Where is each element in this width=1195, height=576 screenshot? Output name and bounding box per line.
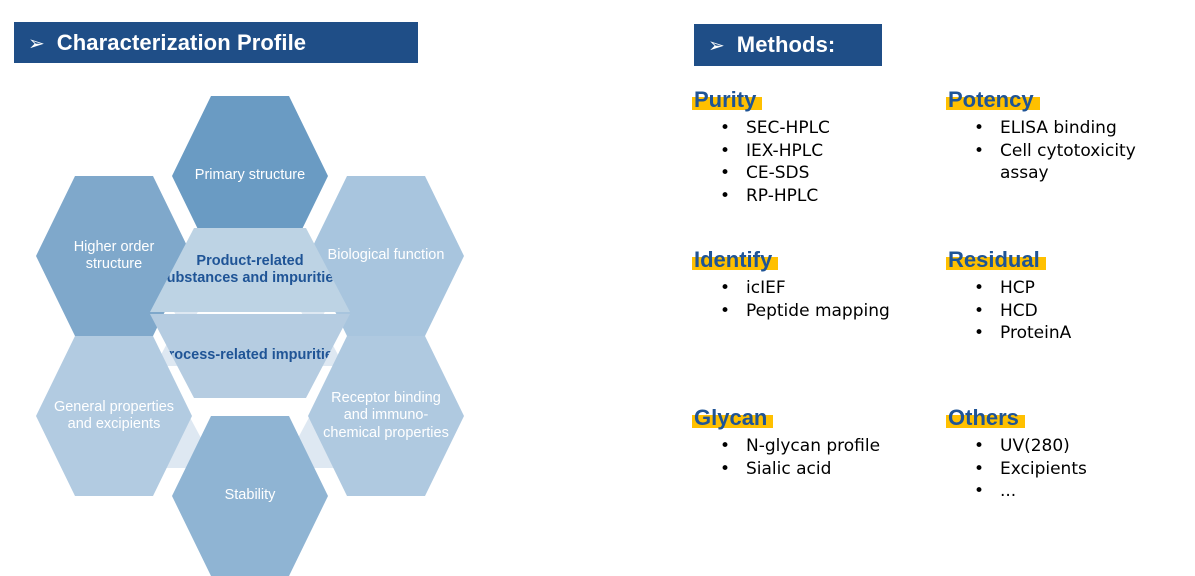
residual-heading-wrap: Residual — [946, 247, 1046, 272]
methods-panel: Purity • SEC-HPLC • IEX-HPLC • CE-SDS • RP-H… — [692, 87, 1188, 548]
list-item: •... — [948, 480, 1178, 502]
hex-general-properties-label: General properties and excipients — [53, 398, 175, 432]
others-heading: Others — [948, 405, 1019, 430]
list-item: • icIEF — [694, 277, 924, 299]
methods-banner: ➢ Methods: — [694, 24, 882, 66]
bullet-icon: • — [974, 481, 985, 502]
bullet-icon: • — [974, 118, 985, 139]
residual-heading: Residual — [948, 247, 1040, 272]
list-item-label: Excipients — [1000, 458, 1087, 479]
list-item: • N-glycan profile — [694, 435, 924, 457]
list-item-label: Cell cytotoxicity assay — [1000, 140, 1136, 184]
identify-heading: Identify — [694, 247, 773, 272]
methods-title: Methods: — [736, 32, 836, 57]
hex-higher-order-structure[interactable]: Higher order structure — [36, 176, 192, 336]
bullet-icon: • — [974, 436, 985, 457]
list-item: • Sialic acid — [694, 458, 924, 480]
list-item-label: HCD — [1000, 300, 1038, 321]
method-group-residual: Residual • HCP • HCD • ProteinA — [946, 247, 1178, 345]
hex-process-related-impurities[interactable]: Process-related impurities — [150, 314, 350, 398]
list-item-label: HCP — [1000, 278, 1035, 299]
list-item: • IEX-HPLC — [694, 140, 924, 162]
characterization-profile-title: Characterization Profile — [56, 29, 307, 55]
list-item: • CE-SDS — [694, 162, 924, 184]
potency-list: • ELISA binding • Cell cytotoxicity assay — [948, 117, 1178, 184]
list-item-label: Peptide mapping — [746, 300, 890, 321]
bullet-icon: • — [974, 278, 985, 299]
list-item-label: RP-HPLC — [746, 185, 819, 206]
identify-list: • icIEF • Peptide mapping — [694, 277, 924, 322]
glycan-heading: Glycan — [694, 405, 768, 430]
bullet-icon: • — [720, 163, 731, 184]
highlight-bar — [692, 257, 779, 271]
method-group-identify: Identify • icIEF • Peptide mapping — [692, 247, 924, 322]
potency-heading-wrap: Potency — [946, 87, 1040, 112]
glycan-list: • N-glycan profile • Sialic acid — [694, 435, 924, 480]
list-item-label: icIEF — [746, 278, 786, 299]
arrowhead-icon: ➢ — [708, 33, 725, 57]
list-item-label: SEC-HPLC — [746, 118, 830, 139]
hex-higher-order-structure-label: Higher order structure — [73, 238, 155, 272]
list-item-label: Sialic acid — [746, 458, 832, 479]
glycan-heading-wrap: Glycan — [692, 405, 774, 430]
characterization-hexagon-diagram: Primary structure Higher order structure… — [0, 80, 500, 576]
list-item: • HCP — [948, 277, 1178, 299]
highlight-bar — [946, 415, 1025, 429]
hex-stability-label: Stability — [224, 487, 276, 504]
list-item-label: UV(280) — [1000, 436, 1070, 457]
method-group-potency: Potency • ELISA binding • Cell cytotoxicit… — [946, 87, 1178, 185]
list-item: • Cell cytotoxicity assay — [948, 140, 1178, 185]
list-item-label: CE-SDS — [746, 163, 810, 184]
hex-biological-function[interactable]: Biological function — [308, 176, 464, 336]
purity-heading-wrap: Purity — [692, 87, 763, 112]
hex-process-related-label: Process-related impurities — [158, 347, 342, 364]
bullet-icon: • — [974, 140, 985, 161]
hex-biological-function-label: Biological function — [327, 247, 445, 264]
list-item: • ProteinA — [948, 322, 1178, 344]
bullet-icon: • — [720, 436, 731, 457]
others-heading-wrap: Others — [946, 405, 1025, 430]
identify-heading-wrap: Identify — [692, 247, 779, 272]
list-item: • ELISA binding — [948, 117, 1178, 139]
residual-list: • HCP • HCD • ProteinA — [948, 277, 1178, 344]
list-item: • Excipients — [948, 458, 1178, 480]
list-item: • RP-HPLC — [694, 185, 924, 207]
list-item: • UV(280) — [948, 435, 1178, 457]
bullet-icon: • — [720, 458, 731, 479]
bullet-icon: • — [974, 323, 985, 344]
hex-receptor-binding-label: Receptor binding and immuno-chemical pro… — [323, 390, 449, 441]
bullet-icon: • — [974, 458, 985, 479]
bullet-icon: • — [720, 300, 731, 321]
list-item: • HCD — [948, 300, 1178, 322]
highlight-bar — [946, 97, 1040, 111]
bullet-icon: • — [974, 300, 985, 321]
highlight-bar — [692, 97, 763, 111]
bullet-icon: • — [720, 278, 731, 299]
arrowhead-icon: ➢ — [28, 30, 45, 55]
characterization-profile-banner: ➢ Characterization Profile — [14, 22, 418, 63]
purity-heading: Purity — [694, 87, 757, 112]
method-group-others: Others • UV(280) • Excipients •... — [946, 405, 1178, 503]
bullet-icon: • — [720, 118, 731, 139]
list-item-label: N-glycan profile — [746, 436, 881, 457]
list-item-label: IEX-HPLC — [746, 140, 824, 161]
bullet-icon: • — [720, 185, 731, 206]
highlight-bar — [946, 257, 1046, 271]
highlight-bar — [692, 415, 774, 429]
list-item-label: ... — [1000, 481, 1017, 502]
others-list: • UV(280) • Excipients •... — [948, 435, 1178, 502]
purity-list: • SEC-HPLC • IEX-HPLC • CE-SDS • RP-HPLC — [694, 117, 924, 207]
method-group-purity: Purity • SEC-HPLC • IEX-HPLC • CE-SDS • RP-H… — [692, 87, 924, 207]
method-group-glycan: Glycan • N-glycan profile • Sialic acid — [692, 405, 924, 480]
hex-product-related-label: Product-related substances and impuritie… — [158, 252, 342, 286]
list-item-label: ELISA binding — [1000, 118, 1117, 139]
list-item: • SEC-HPLC — [694, 117, 924, 139]
list-item: • Peptide mapping — [694, 300, 924, 322]
potency-heading: Potency — [948, 87, 1034, 112]
list-item-label: ProteinA — [1000, 323, 1072, 344]
hex-primary-structure-label: Primary structure — [194, 167, 306, 184]
bullet-icon: • — [720, 140, 731, 161]
